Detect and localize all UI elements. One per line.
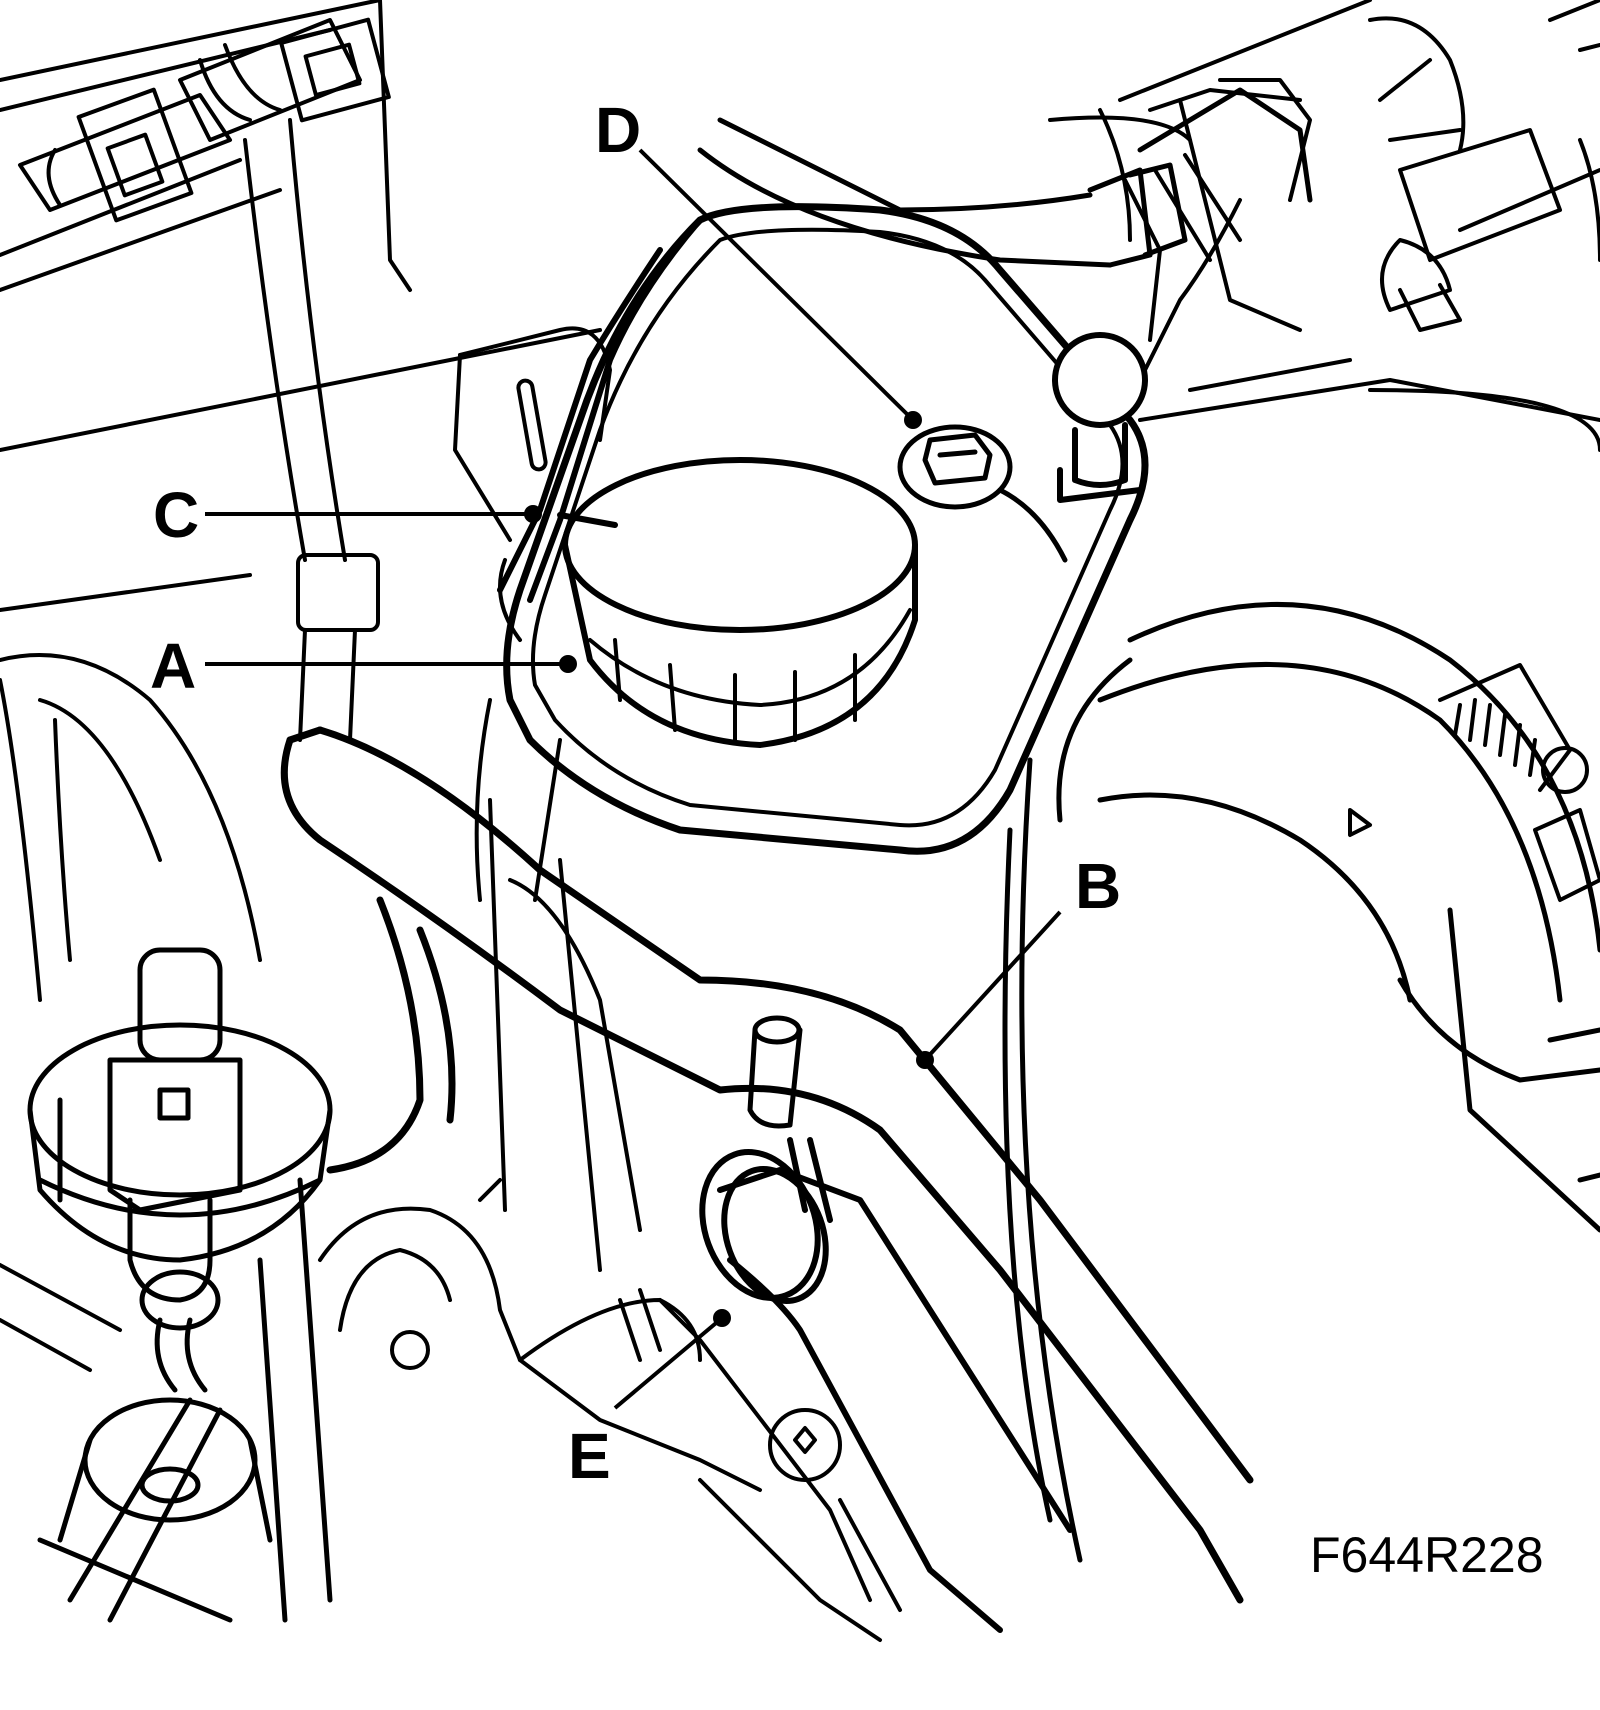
- main-hose: [280, 726, 1254, 1604]
- leader-e: [613, 1316, 724, 1410]
- vertical-pipe: [243, 118, 380, 742]
- lower-hose: [699, 1137, 1073, 1633]
- level-sensor: [897, 424, 1068, 563]
- leader-e-dot: [713, 1309, 731, 1327]
- callout-b: B: [1075, 850, 1121, 922]
- small-pipe: [747, 1015, 803, 1129]
- leader-c-dot: [524, 505, 542, 523]
- fluid-reservoir: [474, 203, 1149, 1272]
- leader-d-dot: [904, 411, 922, 429]
- upper-right-fittings: [1048, 0, 1600, 452]
- lower-bracket: [318, 1178, 902, 1642]
- intake-pipe: [1002, 602, 1600, 1563]
- body-panels: [0, 0, 602, 1372]
- reservoir-connector: [1052, 332, 1148, 503]
- callout-a: A: [150, 630, 196, 702]
- callout-d: D: [595, 94, 641, 166]
- reservoir-cap: [562, 457, 918, 748]
- leader-b-dot: [916, 1051, 934, 1069]
- callout-c: C: [153, 479, 199, 551]
- callout-e: E: [568, 1420, 611, 1492]
- lower-left-sensor: [27, 947, 333, 1623]
- leader-d: [638, 148, 915, 422]
- leader-b: [923, 910, 1062, 1062]
- upper-hose: [497, 217, 703, 603]
- callout-leaders: [205, 148, 1062, 1410]
- leader-a-dot: [559, 655, 577, 673]
- upper-left-pipes: [0, 0, 391, 292]
- intake-clamp: [1348, 663, 1600, 902]
- figure-id: F644R228: [1310, 1527, 1544, 1583]
